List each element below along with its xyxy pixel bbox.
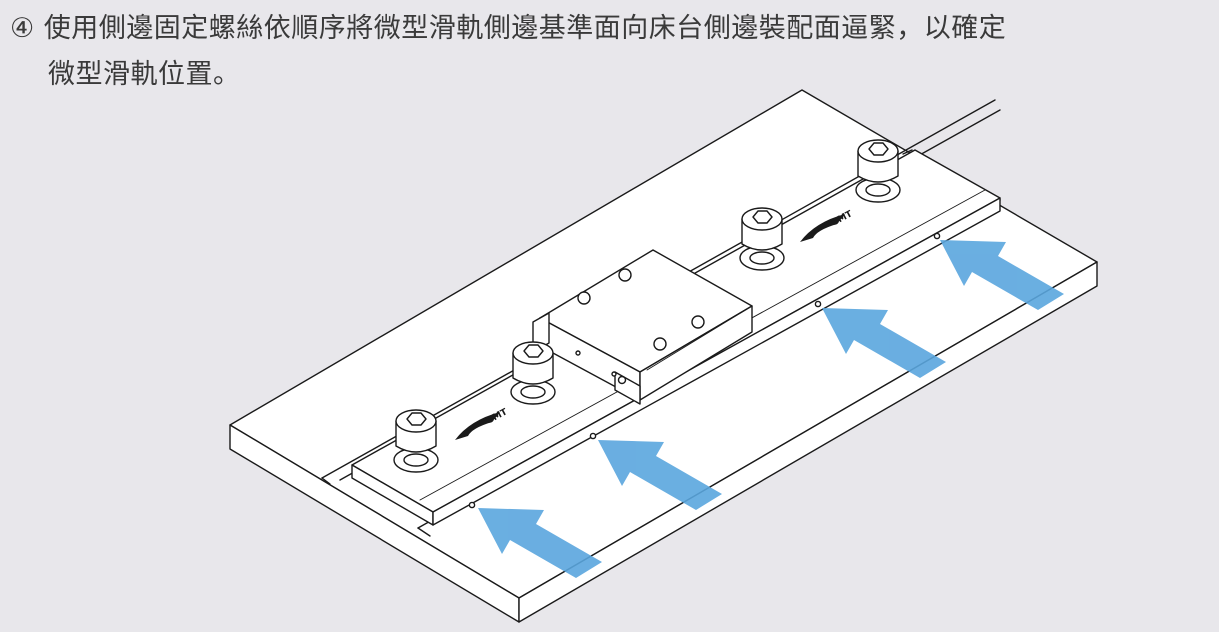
instruction-line-1: 使用側邊固定螺絲依順序將微型滑軌側邊基準面向床台側邊裝配面逼緊，以確定 [34,13,1007,44]
push-arrow-4 [940,240,1064,310]
carriage-hole-3 [653,337,667,351]
carriage-hole-2 [618,268,632,282]
slider-carriage [532,249,753,405]
instruction-line-2: 微型滑軌位置。 [48,59,241,90]
instruction-text: ④ 使用側邊固定螺絲依順序將微型滑軌側邊基準面向床台側邊裝配面逼緊，以確定 微型… [10,6,1215,98]
side-hole-2 [589,432,597,440]
carriage-hole-4 [691,315,705,329]
push-arrow-3 [822,308,946,378]
push-arrow-2 [598,440,722,510]
bolt-3 [739,207,785,271]
carriage-hole-1 [577,291,591,305]
push-arrow-1 [478,508,602,578]
side-hole-4 [933,232,941,240]
bolt-4 [855,139,901,203]
grease-nipple [617,375,627,385]
side-screw-holes [468,232,941,509]
side-hole-1 [468,501,476,509]
push-arrows [478,240,1064,578]
bolt-2 [510,341,556,405]
step-number: ④ [10,13,35,44]
bolt-1 [393,409,439,473]
side-hole-3 [814,300,822,308]
